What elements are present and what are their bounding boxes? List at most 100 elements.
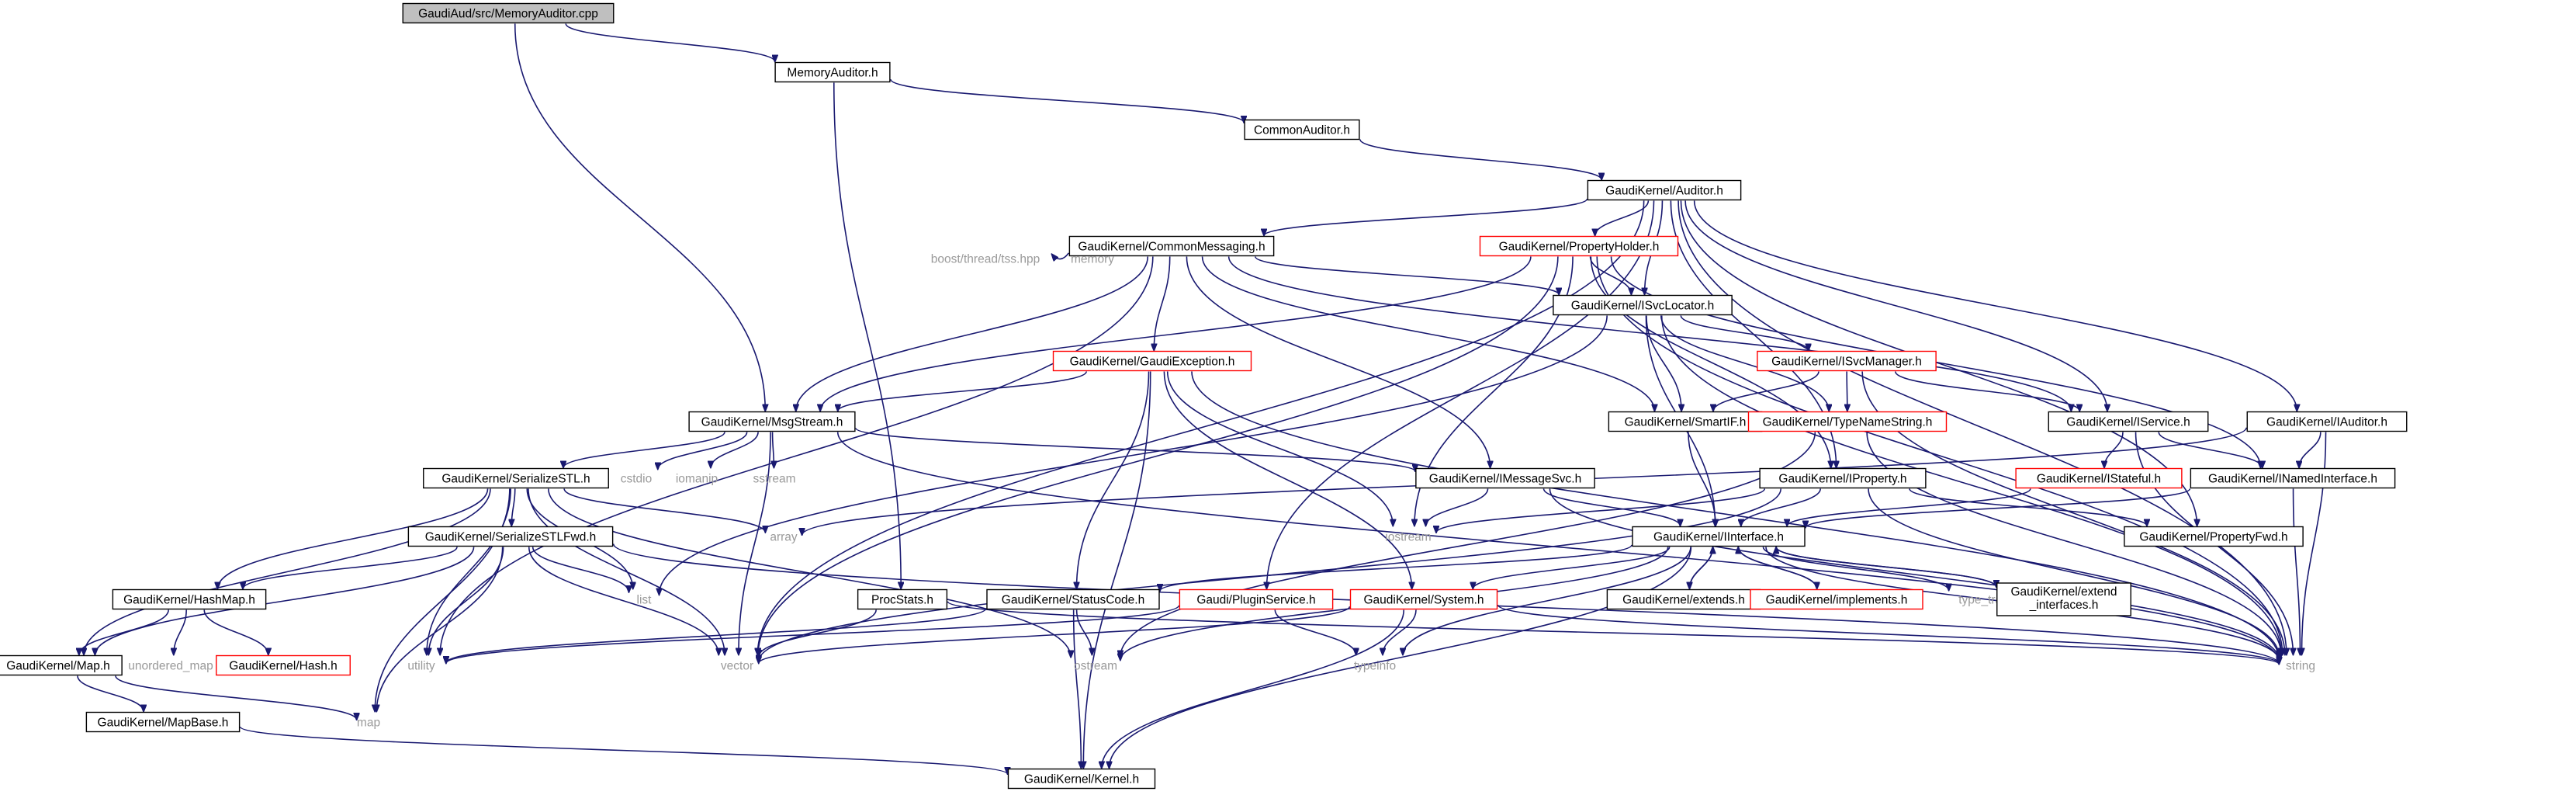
edge-isvcloc-to-isvcmgr [1680, 315, 1808, 351]
node-box[interactable] [402, 2, 615, 24]
node-box[interactable] [857, 588, 948, 610]
node-label: GaudiKernel/System.h [1363, 594, 1484, 607]
graph-node-gexc[interactable]: GaudiKernel/GaudiException.h [1052, 350, 1252, 372]
node-label: GaudiKernel/ISvcLocator.h [1571, 300, 1714, 313]
edge-implements-to-iinterface [1738, 547, 1818, 589]
graph-node-iinterface[interactable]: GaudiKernel/IInterface.h [1632, 526, 1806, 547]
node-box[interactable] [1244, 119, 1360, 141]
graph-node-mapbase[interactable]: GaudiKernel/MapBase.h [85, 711, 241, 733]
graph-node-inamed[interactable]: GaudiKernel/INamedInterface.h [2190, 467, 2396, 489]
graph-node-iauditor[interactable]: GaudiKernel/IAuditor.h [2246, 411, 2408, 432]
graph-node-utility: utility [407, 660, 435, 673]
edge-iinterface-to-system [1473, 547, 1671, 589]
node-box[interactable] [2246, 411, 2408, 432]
edge-commsg-to-isvcloc [1255, 255, 1559, 295]
graph-node-string: string [2286, 660, 2315, 673]
edge-serstl-to-map_h [84, 488, 491, 655]
node-box[interactable] [85, 711, 241, 733]
node-box[interactable] [1759, 467, 1927, 489]
graph-node-serstlfwd[interactable]: GaudiKernel/SerializeSTLFwd.h [407, 526, 614, 547]
node-box[interactable] [1479, 235, 1679, 257]
node-box[interactable] [407, 526, 614, 547]
edge-propholder-to-msgstream [820, 256, 1532, 411]
node-box[interactable] [1757, 350, 1937, 372]
edge-serstlfwd-to-hashmap [243, 547, 458, 589]
node-box[interactable] [2048, 411, 2209, 432]
graph-node-isvcmgr[interactable]: GaudiKernel/ISvcManager.h [1757, 350, 1937, 372]
node-box[interactable] [1587, 179, 1742, 201]
node-box[interactable] [1052, 350, 1252, 372]
graph-node-serstl[interactable]: GaudiKernel/SerializeSTL.h [423, 467, 609, 489]
node-box[interactable] [1415, 467, 1595, 489]
edge-gexc-to-msgstream [838, 371, 1087, 411]
graph-node-map_h[interactable]: GaudiKernel/Map.h [0, 654, 123, 676]
edge-propholder-to-vector [758, 256, 1559, 655]
graph-node-smartif[interactable]: GaudiKernel/SmartIF.h [1608, 411, 1763, 432]
node-label: typeinfo [1354, 660, 1396, 673]
node-box[interactable] [1179, 588, 1334, 610]
node-box[interactable] [112, 588, 267, 610]
node-box[interactable] [216, 654, 351, 676]
edge-commsg-to-gexc [1154, 256, 1171, 351]
graph-node-propfwd[interactable]: GaudiKernel/PropertyFwd.h [2124, 526, 2304, 547]
node-box[interactable] [1007, 768, 1156, 790]
node-box[interactable] [986, 588, 1160, 610]
edge-iinterface-to-typetraits [1762, 547, 1949, 591]
node-box[interactable] [1349, 588, 1498, 610]
node-label: GaudiKernel/Auditor.h [1605, 185, 1723, 198]
graph-node-istateful[interactable]: GaudiKernel/IStateful.h [2015, 467, 2183, 489]
graph-node-statuscode[interactable]: GaudiKernel/StatusCode.h [986, 588, 1160, 610]
graph-node-commsg[interactable]: GaudiKernel/CommonMessaging.h [1068, 235, 1275, 257]
node-label: GaudiKernel/Kernel.h [1024, 773, 1139, 786]
graph-node-commonaud[interactable]: CommonAuditor.h [1244, 119, 1360, 141]
node-box[interactable] [0, 654, 123, 676]
graph-node-typename[interactable]: GaudiKernel/TypeNameString.h [1747, 411, 1948, 432]
node-label: GaudiKernel/SmartIF.h [1625, 416, 1747, 429]
node-label: GaudiKernel/TypeNameString.h [1763, 416, 1933, 429]
edge-iinterface-to-kernel [1110, 547, 1692, 769]
edge-system-to-kernel [1102, 609, 1405, 769]
node-box[interactable] [1750, 588, 1923, 610]
edge-hashmap-to-umap [174, 609, 187, 655]
edge-hashmap-to-map_h [79, 609, 169, 655]
graph-node-root[interactable]: GaudiAud/src/MemoryAuditor.cpp [402, 2, 615, 24]
graph-node-memaud[interactable]: MemoryAuditor.h [774, 61, 891, 83]
node-box[interactable] [2015, 467, 2183, 489]
graph-node-hashmap[interactable]: GaudiKernel/HashMap.h [112, 588, 267, 610]
edge-procstats-to-vector [759, 609, 877, 657]
node-label: GaudiKernel/extends.h [1622, 594, 1745, 607]
graph-node-system[interactable]: GaudiKernel/System.h [1349, 588, 1498, 610]
node-box[interactable] [1632, 526, 1806, 547]
edge-isvcloc-to-typename [1660, 315, 1829, 411]
node-box[interactable] [1553, 294, 1733, 316]
edge-auditor-to-iservice [1684, 200, 2107, 411]
graph-node-isvcloc[interactable]: GaudiKernel/ISvcLocator.h [1553, 294, 1733, 316]
graph-node-procstats[interactable]: ProcStats.h [857, 588, 948, 610]
edge-iproperty-to-propfwd [1909, 488, 2147, 526]
graph-node-implements[interactable]: GaudiKernel/implements.h [1750, 588, 1923, 610]
node-box[interactable] [1068, 235, 1275, 257]
graph-node-kernel[interactable]: GaudiKernel/Kernel.h [1007, 768, 1156, 790]
node-box[interactable] [1996, 582, 2131, 616]
graph-node-hash[interactable]: GaudiKernel/Hash.h [216, 654, 351, 676]
graph-node-auditor[interactable]: GaudiKernel/Auditor.h [1587, 179, 1742, 201]
edge-iproperty-to-iinterface [1741, 488, 1821, 526]
node-box[interactable] [2124, 526, 2304, 547]
graph-node-plugin[interactable]: Gaudi/PluginService.h [1179, 588, 1334, 610]
graph-node-extends[interactable]: GaudiKernel/extends.h [1606, 588, 1761, 610]
node-box[interactable] [774, 61, 891, 83]
node-label: GaudiKernel/IInterface.h [1653, 531, 1784, 544]
node-box[interactable] [1747, 411, 1948, 432]
node-box[interactable] [423, 467, 609, 489]
node-box[interactable] [2190, 467, 2396, 489]
graph-node-msgstream[interactable]: GaudiKernel/MsgStream.h [688, 411, 856, 432]
graph-node-iservice[interactable]: GaudiKernel/IService.h [2048, 411, 2209, 432]
edge-inamed-to-iinterface [1806, 488, 2191, 527]
node-box[interactable] [688, 411, 856, 432]
edge-msgstream-to-sstream [773, 432, 774, 468]
graph-node-propholder[interactable]: GaudiKernel/PropertyHolder.h [1479, 235, 1679, 257]
graph-node-iproperty[interactable]: GaudiKernel/IProperty.h [1759, 467, 1927, 489]
edge-msgstream-to-cstdio [658, 432, 748, 470]
graph-node-imsgsvc[interactable]: GaudiKernel/IMessageSvc.h [1415, 467, 1595, 489]
graph-node-extiface[interactable]: GaudiKernel/extend_interfaces.h [1996, 582, 2131, 616]
